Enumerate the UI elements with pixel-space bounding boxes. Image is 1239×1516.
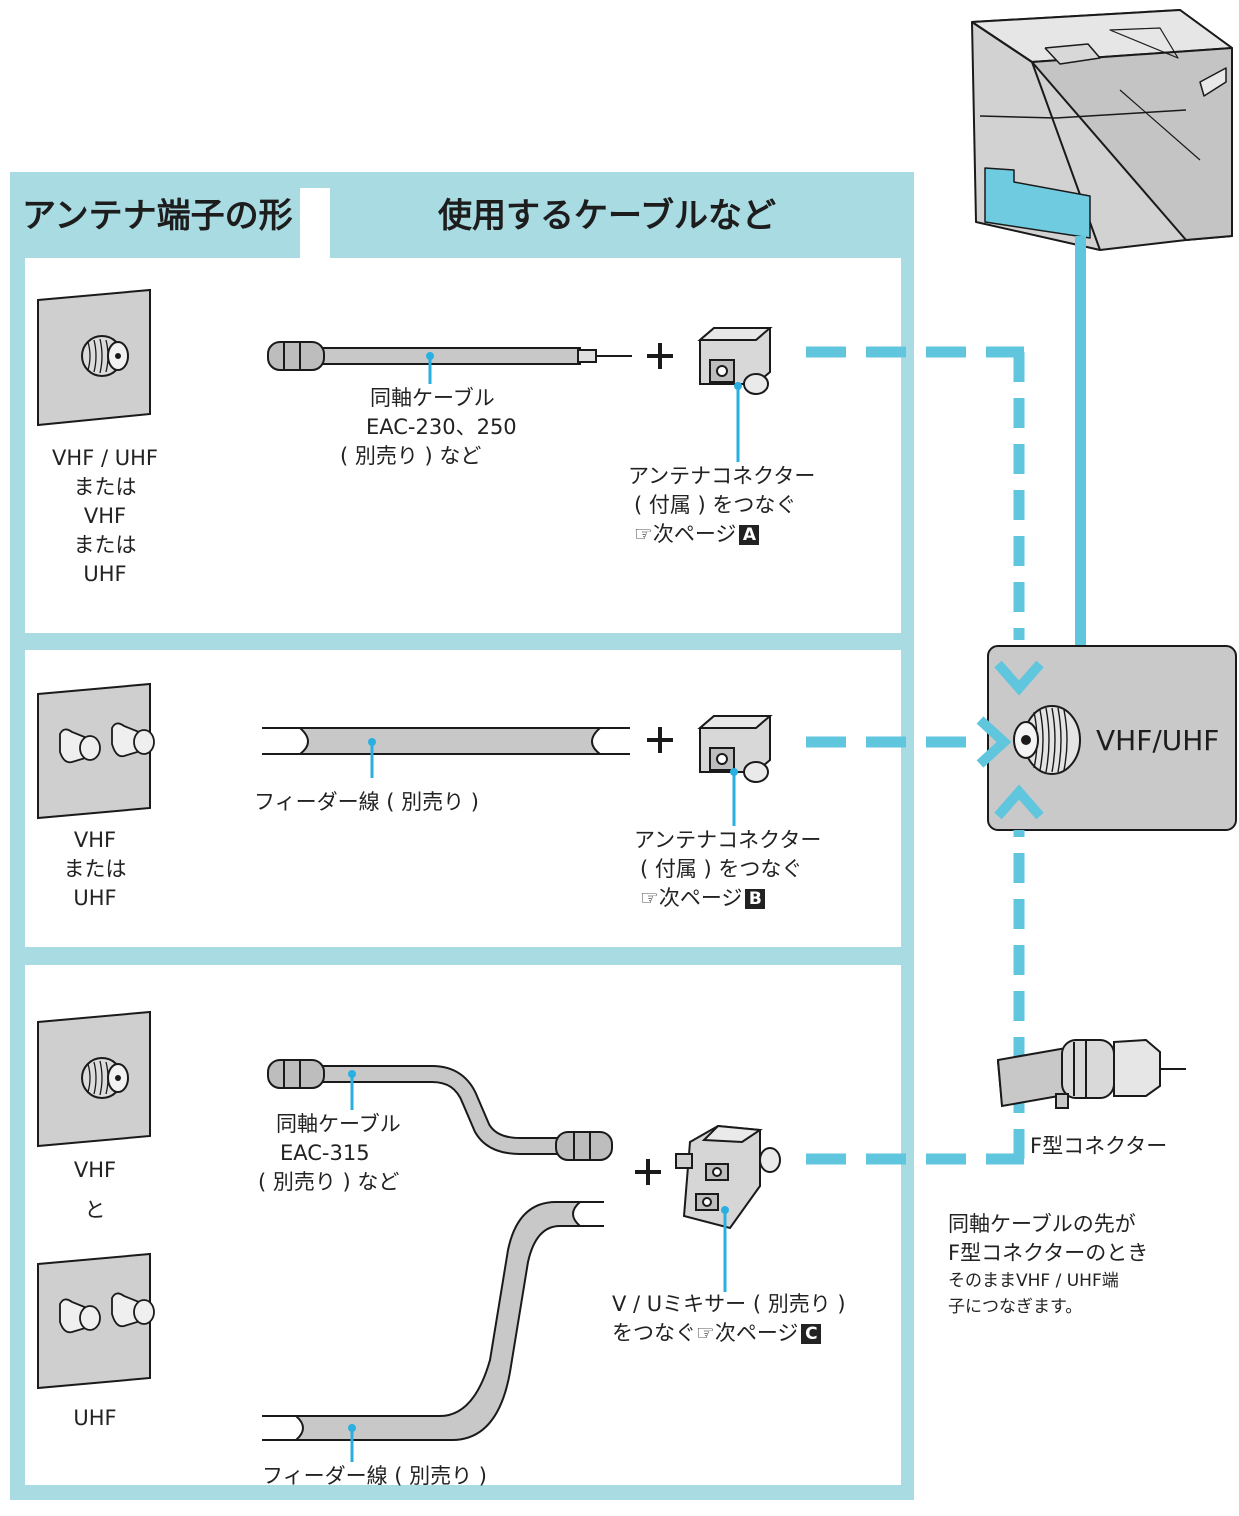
antenna-connector-row1	[697, 327, 773, 395]
connection-paths	[806, 346, 1025, 1165]
terminal-label-row3-bottom: UHF	[73, 1406, 117, 1430]
f-connector-illustration	[996, 1038, 1186, 1109]
leader-dot	[368, 738, 376, 746]
leader-dot	[348, 1070, 356, 1078]
column-header-cable: 使用するケーブルなど	[438, 196, 776, 236]
ref-badge-a: A	[739, 525, 760, 545]
wall-plate-feeder-row3	[37, 1252, 155, 1390]
page-ref: ☞次ページ	[640, 886, 743, 910]
coax-cable-row1	[267, 341, 632, 371]
leader-dot	[348, 1424, 356, 1432]
antenna-connector-row2	[697, 715, 773, 783]
terminal-label-row1: VHF / UHF または VHF または UHF	[52, 446, 158, 586]
f-connector-label: F型コネクター	[1030, 1134, 1168, 1158]
leader-dot	[730, 768, 738, 776]
cable-label-row3-coax: 同軸ケーブル EAC-315 ( 別売り ) など	[258, 1112, 401, 1194]
feeder-cable-row3	[262, 1201, 604, 1441]
leader-dot	[721, 1206, 729, 1214]
arrow-heads	[976, 660, 1044, 820]
tv-illustration	[971, 9, 1233, 251]
feeder-cable-row2	[262, 727, 630, 755]
tv-terminal-box	[987, 645, 1237, 831]
leader-dot	[426, 352, 434, 360]
column-header-terminal: アンテナ端子の形	[22, 196, 293, 236]
cable-label-row2: フィーダー線 ( 別売り )	[254, 790, 479, 814]
f-connector-note: 同軸ケーブルの先が F型コネクターのとき そのままVHF / UHF端 子につな…	[948, 1212, 1149, 1317]
tv-feed-line	[1075, 236, 1086, 648]
terminal-label-row3-join: と	[84, 1198, 106, 1222]
plus-icon	[635, 343, 673, 1185]
wall-plate-coax-row3	[37, 1010, 151, 1148]
page-ref: ☞次ページ	[634, 522, 737, 546]
coax-cable-row3	[267, 1059, 613, 1161]
ref-badge-c: C	[801, 1324, 822, 1344]
cable-label-row3-feeder: フィーダー線 ( 別売り )	[262, 1464, 487, 1488]
vu-mixer	[675, 1124, 781, 1230]
terminal-label-row2: VHF または UHF	[63, 828, 127, 910]
cable-label-row1: 同軸ケーブル EAC-230、250 ( 別売り ) など	[340, 386, 517, 468]
wall-plate-feeder-row2	[37, 682, 155, 820]
wall-plate-coax-row1	[37, 288, 151, 427]
tv-terminal-label: VHF/UHF	[1096, 724, 1220, 757]
ref-badge-b: B	[745, 889, 766, 909]
leader-dot	[734, 382, 742, 390]
terminal-label-row3-top: VHF	[73, 1158, 117, 1182]
table-frame	[10, 172, 914, 1500]
